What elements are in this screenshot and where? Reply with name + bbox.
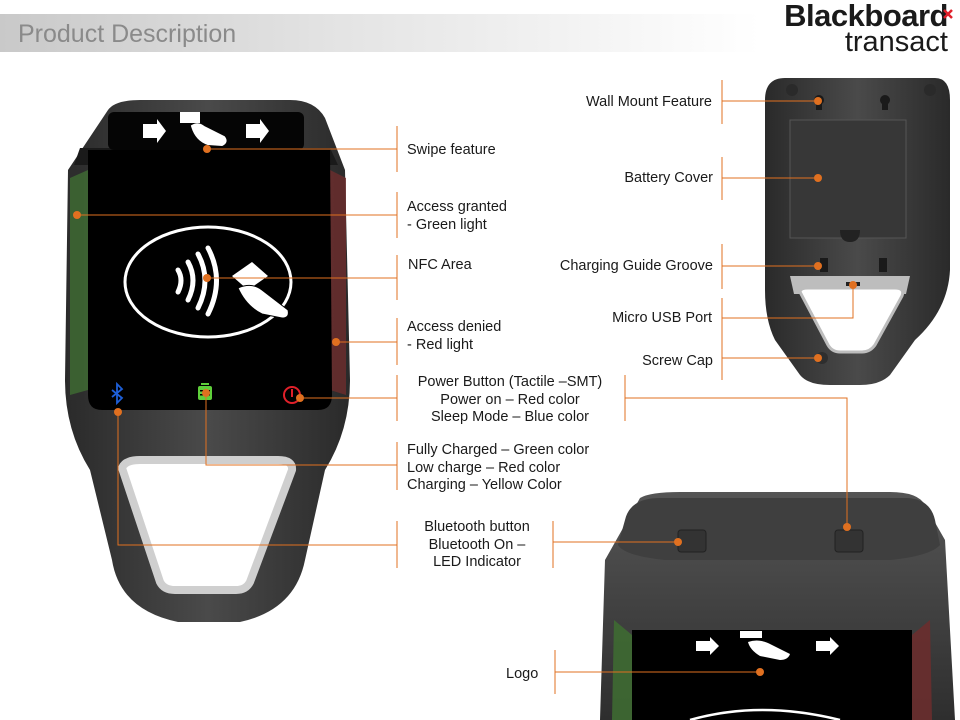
card-tap-hand-icon (232, 262, 289, 319)
leader-dot (814, 97, 822, 105)
leader-dot (203, 274, 211, 282)
top-device-cap (618, 498, 940, 560)
top-device (600, 492, 955, 720)
page-title: Product Description (18, 20, 237, 48)
leader-lines (77, 80, 854, 694)
card-swipe-hand-icon (740, 631, 790, 660)
logo-label: Logo (506, 666, 539, 682)
green-light-strip-2 (612, 620, 632, 720)
brand-logo: Blackboard transact (784, 0, 953, 58)
leader-power-to-back (625, 397, 848, 527)
leader-charge (205, 393, 397, 466)
brand-logo-line1: Blackboard (784, 0, 948, 33)
leader-dot (202, 389, 210, 397)
brand-logo-line2: transact (844, 26, 948, 58)
nfc-area-outline (123, 225, 293, 339)
title-bar (0, 14, 760, 52)
brand-mark-icon (943, 9, 953, 19)
leader-micro-usb (722, 285, 854, 319)
nfc-area-label: NFC Area (408, 257, 472, 273)
guide-groove-left (820, 258, 828, 272)
wall-mount-label: Wall Mount Feature (586, 94, 712, 110)
leader-dot (814, 354, 822, 362)
red-light-strip (330, 170, 346, 395)
leader-dot (73, 211, 81, 219)
access-denied-label: Access denied - Red light (407, 319, 502, 353)
front-handle-opening (117, 456, 297, 594)
power-button (834, 529, 864, 553)
arrow-right-icon (143, 119, 269, 143)
card-swipe-hand-icon (180, 112, 227, 147)
arrow-right-icon (696, 637, 839, 655)
bluetooth-icon (111, 381, 124, 406)
leader-dot (674, 538, 682, 546)
leader-dots (73, 97, 857, 676)
nfc-outline-partial (689, 708, 841, 720)
bluetooth-button (677, 529, 707, 553)
micro-usb-label: Micro USB Port (612, 310, 712, 326)
leader-dot (114, 408, 122, 416)
bluetooth-button-label: Bluetooth button Bluetooth On – LED Indi… (424, 519, 530, 570)
leader-dot (814, 262, 822, 270)
charging-guide-groove-label: Charging Guide Groove (559, 258, 713, 274)
battery-cover-label: Battery Cover (624, 170, 713, 186)
leader-dot (296, 394, 304, 402)
leader-dot (843, 523, 851, 531)
leader-dot (332, 338, 340, 346)
battery-cover (789, 119, 907, 239)
front-device (65, 100, 350, 622)
access-granted-label: Access granted - Green light (407, 199, 507, 233)
leader-dot (756, 668, 764, 676)
back-device (765, 78, 950, 385)
swipe-feature-label: Swipe feature (407, 142, 496, 158)
leader-dot (203, 145, 211, 153)
top-device-screen (632, 630, 912, 720)
leader-dot (814, 174, 822, 182)
power-button-label: Power Button (Tactile –SMT) Power on – R… (417, 374, 603, 425)
leader-bluetooth (117, 412, 397, 546)
leader-dot (849, 281, 857, 289)
screw-cap-label: Screw Cap (642, 353, 713, 369)
back-handle-opening (798, 286, 905, 354)
red-light-strip-2 (912, 620, 932, 720)
guide-groove-right (879, 258, 887, 272)
charge-status-label: Fully Charged – Green color Low charge –… (407, 442, 590, 493)
green-light-strip (70, 170, 88, 395)
